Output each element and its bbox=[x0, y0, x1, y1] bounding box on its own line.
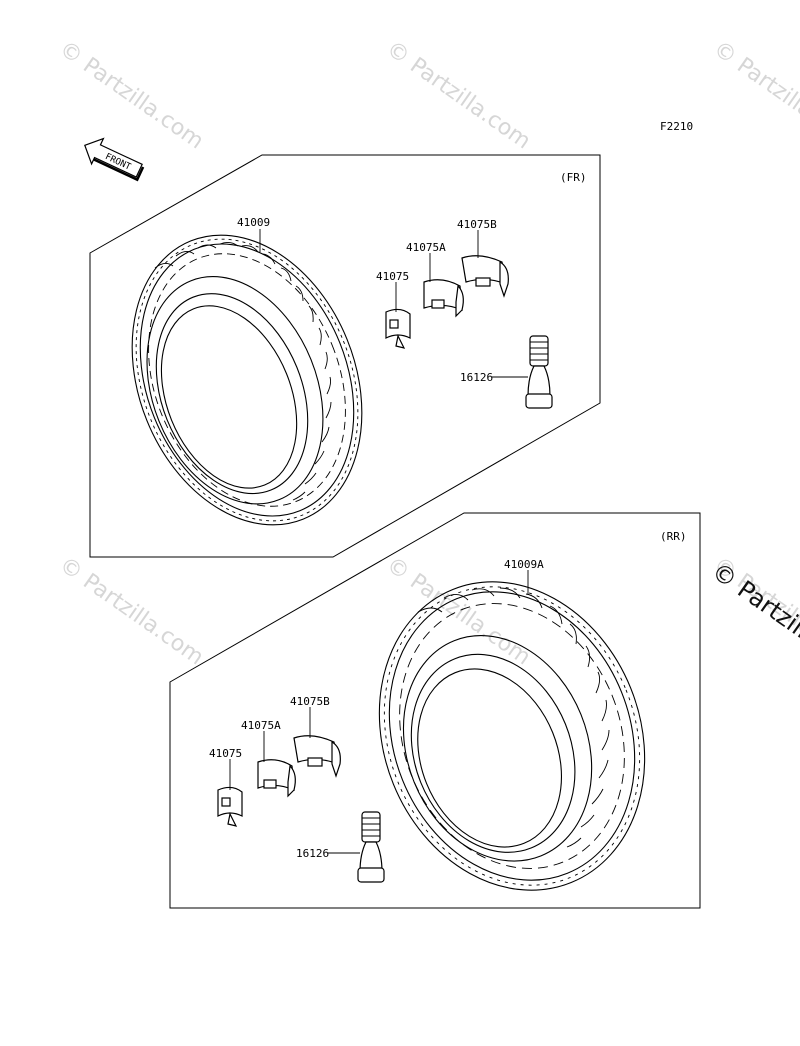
rear-weight bbox=[217, 786, 243, 827]
front-section-label: (FR) bbox=[560, 171, 587, 184]
rear-tire-tread bbox=[417, 587, 610, 848]
front-weight-a-label: 41075A bbox=[406, 241, 446, 254]
front-weight-a bbox=[423, 279, 464, 318]
front-weight-label: 41075 bbox=[376, 270, 409, 283]
rear-weight-b-label: 41075B bbox=[290, 695, 330, 708]
front-weight bbox=[385, 308, 411, 349]
rear-tire bbox=[378, 581, 646, 891]
watermark: © Partzilla.com bbox=[55, 552, 208, 670]
front-tire bbox=[131, 234, 363, 526]
front-valve bbox=[525, 335, 553, 409]
watermark: © Partzilla.com bbox=[709, 36, 800, 154]
front-panel: (FR) 41009 41075B bbox=[89, 154, 601, 558]
rear-weight-a-label: 41075A bbox=[241, 719, 281, 732]
front-tire-tread bbox=[154, 241, 332, 501]
front-weight-b bbox=[461, 255, 509, 298]
watermark: © Partzilla.com bbox=[382, 36, 535, 154]
rear-weight-a bbox=[257, 759, 296, 798]
front-panel-frame bbox=[89, 154, 601, 558]
front-weight-b-label: 41075B bbox=[457, 218, 497, 231]
rear-panel-frame bbox=[169, 512, 701, 909]
rear-weight-label: 41075 bbox=[209, 747, 242, 760]
front-valve-label: 16126 bbox=[460, 371, 493, 384]
rear-valve-label: 16126 bbox=[296, 847, 329, 860]
figure-code: F2210 bbox=[660, 120, 693, 133]
watermark-layer: © Partzilla.com © Partzilla.com © Partzi… bbox=[55, 36, 800, 686]
rear-valve bbox=[357, 811, 385, 883]
front-arrow-icon: FRONT bbox=[84, 137, 145, 182]
rear-panel: (RR) 41009A 41075B 410 bbox=[169, 512, 701, 909]
rear-weight-b bbox=[293, 735, 341, 778]
front-tire-label: 41009 bbox=[237, 216, 270, 229]
rear-tire-label: 41009A bbox=[504, 558, 544, 571]
watermark: © Partzilla.com bbox=[55, 36, 208, 154]
rear-section-label: (RR) bbox=[660, 530, 687, 543]
